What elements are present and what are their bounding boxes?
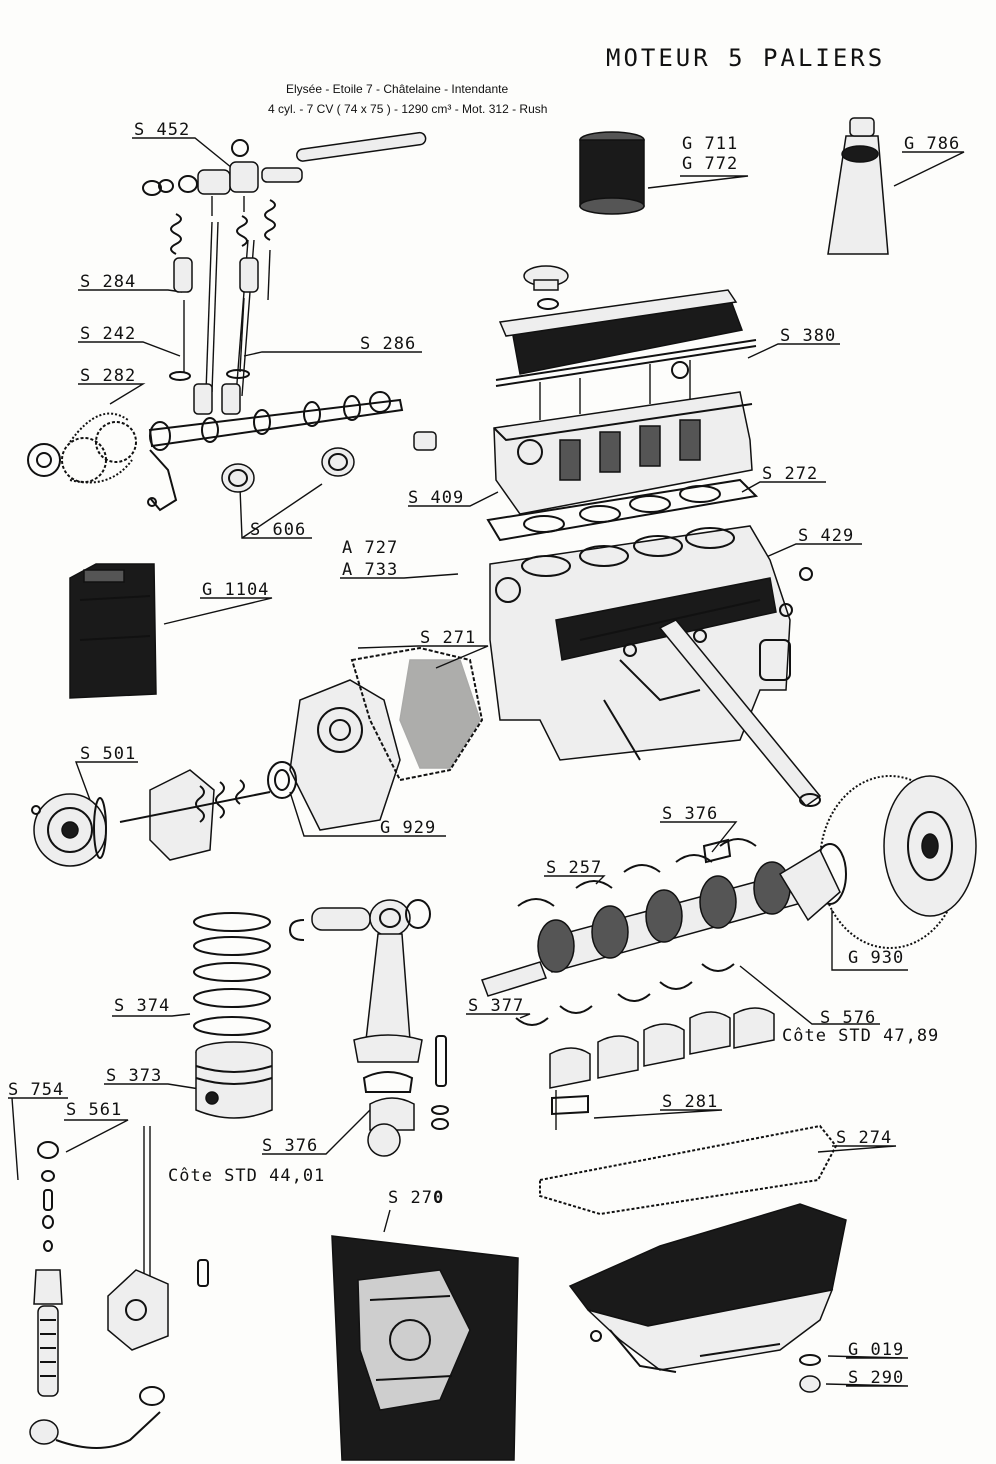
part-label-s376-lower: S 376: [262, 1136, 319, 1156]
camshaft-and-timing-chain: [27, 391, 437, 512]
part-label-s281: S 281: [662, 1092, 719, 1112]
flywheel: [813, 775, 977, 949]
part-label-s376-upper: S 376: [662, 804, 719, 824]
cylinder-head: [493, 360, 753, 515]
connecting-rod: [288, 899, 449, 1157]
part-label-g711: G 711: [682, 134, 739, 154]
part-label-s282: S 282: [80, 366, 137, 386]
part-label-s429: S 429: [798, 526, 855, 546]
rocker-shaft-assembly: [142, 131, 427, 415]
part-label-s409: S 409: [408, 488, 465, 508]
piston: [195, 1041, 273, 1119]
part-label-s576: S 576: [820, 1008, 877, 1028]
part-label-s257: S 257: [546, 858, 603, 878]
oil-filter-cartridge: [579, 131, 645, 215]
part-label-g929: G 929: [380, 818, 437, 838]
head-gasket: [486, 478, 759, 542]
part-label-a733: A 733: [342, 560, 399, 580]
part-label-a727: A 727: [342, 538, 399, 558]
engine-spec-subtitle: 4 cyl. - 7 CV ( 74 x 75 ) - 1290 cm³ - M…: [268, 102, 548, 116]
rocker-cover: [495, 265, 757, 387]
leader-lines: [8, 137, 965, 1387]
piston-rings: [193, 912, 271, 1036]
main-bearing-caps: [549, 1007, 775, 1130]
part-label-s754: S 754: [8, 1080, 65, 1100]
part-label-s452: S 452: [134, 120, 191, 140]
part-label-s272: S 272: [762, 464, 819, 484]
gasket-set-packet: [331, 1235, 519, 1461]
part-label-s373: S 373: [106, 1066, 163, 1086]
oil-pan: [568, 1203, 847, 1393]
engine-block: [489, 525, 822, 808]
timing-cover: [267, 646, 484, 831]
part-label-s274: S 274: [836, 1128, 893, 1148]
part-label-g019: G 019: [848, 1340, 905, 1360]
oil-pump-assembly: [29, 1126, 209, 1449]
water-pump-pulley: [31, 769, 271, 867]
part-label-s606: S 606: [250, 520, 307, 540]
part-label-s271: S 271: [420, 628, 477, 648]
grease-tube: [827, 117, 889, 255]
part-label-s561: S 561: [66, 1100, 123, 1120]
part-label-g772: G 772: [682, 154, 739, 174]
connecting-rod-std-size-note: Côte STD 44,01: [168, 1166, 326, 1186]
part-label-s380: S 380: [780, 326, 837, 346]
part-label-s286: S 286: [360, 334, 417, 354]
part-label-s284: S 284: [80, 272, 137, 292]
crankshaft-std-size-note: Côte STD 47,89: [782, 1026, 940, 1046]
part-label-s290: S 290: [848, 1368, 905, 1388]
oil-can: [69, 563, 157, 699]
part-label-s374: S 374: [114, 996, 171, 1016]
part-label-g1104: G 1104: [202, 580, 270, 600]
part-label-s242: S 242: [80, 324, 137, 344]
part-label-g930: G 930: [848, 948, 905, 968]
part-label-s270: S 270: [388, 1188, 445, 1208]
page-title: MOTEUR 5 PALIERS: [606, 44, 886, 72]
part-label-s377: S 377: [468, 996, 525, 1016]
crankshaft: [481, 838, 841, 1026]
sump-gasket: [539, 1124, 838, 1216]
part-label-s501: S 501: [80, 744, 137, 764]
model-list-subtitle: Elysée - Etoile 7 - Châtelaine - Intenda…: [286, 82, 509, 96]
part-label-g786: G 786: [904, 134, 961, 154]
